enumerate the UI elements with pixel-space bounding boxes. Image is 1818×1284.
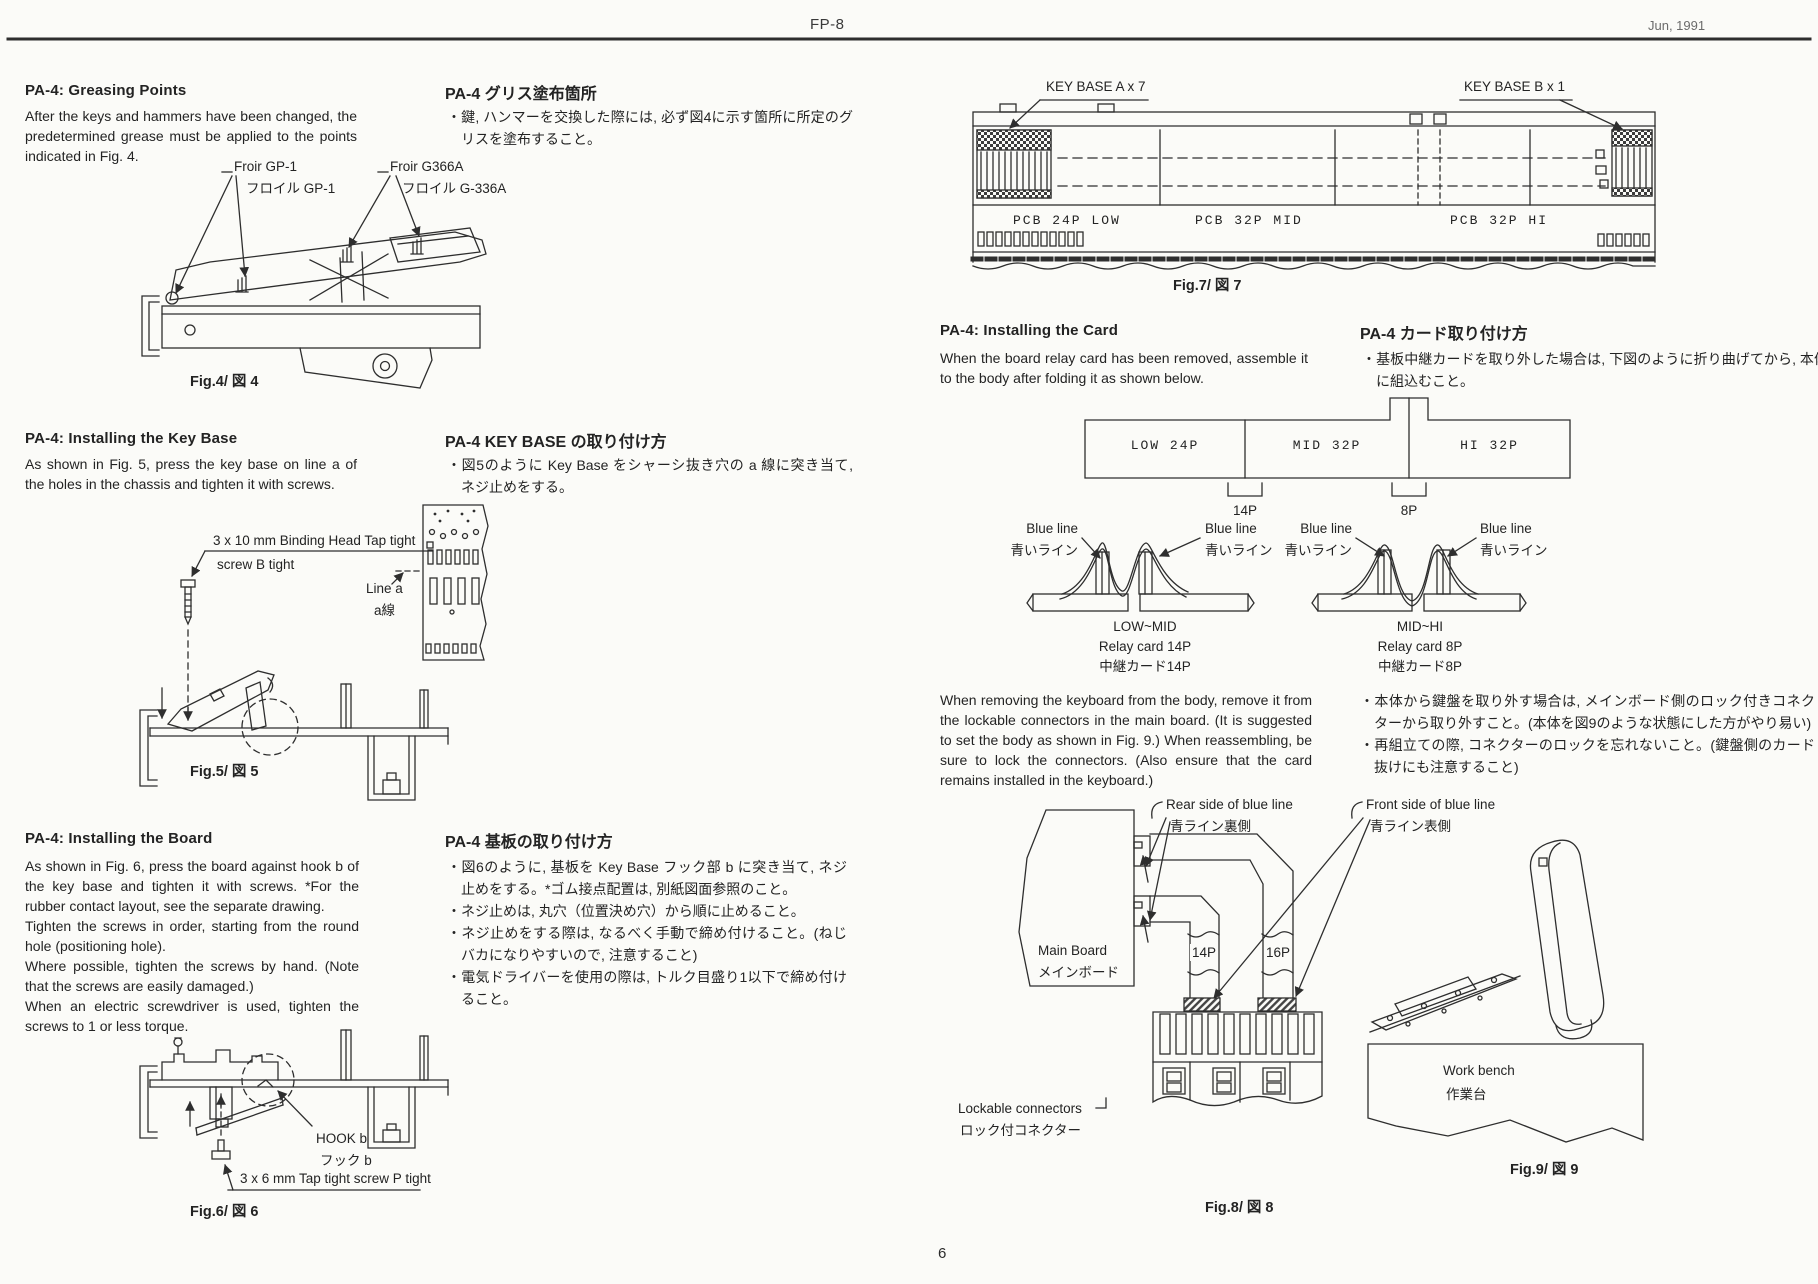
heading-greasing-en: PA-4: Greasing Points — [25, 82, 187, 99]
heading-greasing-ja: PA-4 グリス塗布箇所 — [445, 86, 597, 103]
fig4-label-g366a-ja: フロイル G-336A — [402, 181, 507, 196]
card-conn-14p-label: 14P — [1232, 503, 1258, 518]
fig8-conn-14p-label: 14P — [1190, 944, 1219, 961]
fig7-caption: Fig.7/ 図 7 — [1173, 278, 1242, 294]
fig4-drawing — [141, 171, 487, 389]
heading-keybase-en: PA-4: Installing the Key Base — [25, 430, 238, 447]
card-segment-hi: HI 32P — [1460, 438, 1519, 453]
fig8-rear-label-en: Rear side of blue line — [1166, 797, 1293, 812]
board-paragraph: Where possible, tighten the screws by ha… — [25, 958, 359, 994]
relay-right-caption-1: MID~HI — [1396, 619, 1444, 634]
fig4-label-gp1-en: Froir GP-1 — [234, 159, 298, 174]
fig7-drawing — [970, 99, 1658, 270]
board-bullet-ja: ・ネジ止めをする際は, なるべく手動で締め付けること。(ねじバカになりやすいので… — [447, 925, 847, 963]
para-removal-en: When removing the keyboard from the body… — [940, 692, 1312, 788]
fig5-drawing — [139, 504, 489, 801]
para-keybase-en: As shown in Fig. 5, press the key base o… — [25, 456, 357, 492]
fig5-line-a-ja: a線 — [374, 603, 396, 618]
board-bullet-ja: ・電気ドライバーを使用の際は, トルク目盛り1以下で締め付けること。 — [447, 969, 847, 1007]
fig8-front-label-ja: 青ライン表側 — [1370, 819, 1451, 834]
bullets-removal-ja: ・本体から鍵盤を取り外す場合は, メインボード側のロック付きコネクターから取り外… — [1360, 690, 1815, 778]
heading-board-ja: PA-4 基板の取り付け方 — [445, 834, 613, 851]
heading-card-ja: PA-4 カード取り付け方 — [1360, 326, 1528, 343]
fig8-lockable-label-ja: ロック付コネクター — [960, 1123, 1081, 1138]
fig5-line-a-en: Line a — [366, 581, 403, 596]
page-number: 6 — [938, 1245, 947, 1262]
para-card-en: When the board relay card has been remov… — [940, 350, 1308, 386]
fig4-label-gp1-ja: フロイル GP-1 — [246, 181, 336, 196]
para-card-ja: ・基板中継カードを取り外した場合は, 下図のように折り曲げてから, 本体に組込む… — [1362, 351, 1818, 389]
fig5-screw-label-line2: screw B tight — [217, 557, 295, 572]
fig5-caption: Fig.5/ 図 5 — [190, 764, 259, 780]
para-greasing-en: After the keys and hammers have been cha… — [25, 108, 357, 164]
fig9-bench-label-en: Work bench — [1443, 1063, 1515, 1078]
board-paragraph: Tighten the screws in order, starting fr… — [25, 918, 359, 954]
removal-bullet-ja: ・再組立ての際, コネクターのロックを忘れないこと。(鍵盤側のカード抜けにも注意… — [1360, 737, 1815, 775]
blue-line-label-en: Blue line — [1026, 521, 1078, 536]
removal-bullet-ja: ・本体から鍵盤を取り外す場合は, メインボード側のロック付きコネクターから取り外… — [1360, 693, 1815, 731]
card-segment-low: LOW 24P — [1130, 438, 1200, 453]
blue-line-label-en: Blue line — [1205, 521, 1257, 536]
heading-keybase-ja: PA-4 KEY BASE の取り付け方 — [445, 434, 667, 451]
relay-card-views — [1026, 537, 1527, 612]
fig8-caption: Fig.8/ 図 8 — [1205, 1200, 1274, 1216]
relay-left-caption-1: LOW~MID — [1113, 619, 1177, 634]
relay-left-caption-2: Relay card 14P — [1098, 639, 1192, 654]
fig5-screw-label-line1: 3 x 10 mm Binding Head Tap tight — [213, 533, 416, 548]
fig9-drawing — [1367, 839, 1644, 1143]
para-keybase-ja: ・図5のように Key Base をシャーシ抜き穴の a 線に突き当て, ネジ止… — [447, 457, 853, 495]
fig9-caption: Fig.9/ 図 9 — [1510, 1162, 1579, 1178]
card-conn-8p-label: 8P — [1400, 503, 1418, 518]
fig6-drawing — [139, 1029, 449, 1191]
para-board-en: As shown in Fig. 6, press the board agai… — [25, 856, 359, 1036]
para-greasing-ja: ・鍵, ハンマーを交換した際には, 必ず図4に示す箇所に所定のグリスを塗布するこ… — [447, 109, 853, 147]
fig8-mainboard-label-ja: メインボード — [1038, 965, 1119, 980]
fig6-hook-label-en: HOOK b — [316, 1131, 368, 1146]
relay-left-caption-3: 中継カード14P — [1099, 659, 1191, 674]
fig6-caption: Fig.6/ 図 6 — [190, 1204, 259, 1220]
blue-line-label-en: Blue line — [1300, 521, 1352, 536]
doc-date: Jun, 1991 — [1648, 18, 1706, 33]
relay-right-caption-3: 中継カード8P — [1377, 659, 1462, 674]
board-paragraph: As shown in Fig. 6, press the board agai… — [25, 858, 359, 914]
fig8-lockable-label-en: Lockable connectors — [958, 1101, 1082, 1116]
fig8-rear-label-ja: 青ライン裏側 — [1170, 819, 1251, 834]
fig6-screw-label: 3 x 6 mm Tap tight screw P tight — [240, 1171, 431, 1186]
heading-board-en: PA-4: Installing the Board — [25, 830, 213, 847]
heading-card-en: PA-4: Installing the Card — [940, 322, 1119, 339]
blue-line-label-ja: 青いライン — [1480, 543, 1548, 558]
fig8-mainboard-label-en: Main Board — [1038, 943, 1108, 958]
card-segment-mid: MID 32P — [1292, 438, 1362, 453]
fig8-conn-16p-label: 16P — [1264, 944, 1293, 961]
blue-line-label-en: Blue line — [1480, 521, 1532, 536]
blue-line-label-ja: 青いライン — [1010, 543, 1079, 558]
doc-code: FP-8 — [810, 16, 845, 33]
fig8-front-label-en: Front side of blue line — [1366, 797, 1496, 812]
board-bullet-ja: ・ネジ止めは, 丸穴（位置決め穴）から順に止めること。 — [447, 903, 805, 919]
fig7-keybase-b-label: KEY BASE B x 1 — [1464, 79, 1566, 94]
fig7-pcb-mid-label: PCB 32P MID — [1195, 213, 1303, 228]
fig9-bench-label-ja: 作業台 — [1446, 1087, 1487, 1102]
board-bullet-ja: ・図6のように, 基板を Key Base フック部 b に突き当て, ネジ止め… — [447, 859, 847, 897]
relay-right-caption-2: Relay card 8P — [1377, 639, 1463, 654]
fig7-pcb-low-label: PCB 24P LOW — [1013, 213, 1121, 228]
fig8-drawing — [1018, 801, 1371, 1109]
blue-line-label-ja: 青いライン — [1284, 543, 1353, 558]
bullets-board-ja: ・図6のように, 基板を Key Base フック部 b に突き当て, ネジ止め… — [447, 856, 847, 1010]
fig7-pcb-hi-label: PCB 32P HI — [1450, 213, 1549, 228]
fig4-label-g366a-en: Froir G366A — [390, 159, 464, 174]
fig6-hook-label-ja: フック b — [320, 1153, 372, 1168]
fig7-keybase-a-label: KEY BASE A x 7 — [1046, 79, 1146, 94]
board-paragraph: When an electric screwdriver is used, ti… — [25, 998, 359, 1034]
card-fold-diagram — [1084, 397, 1571, 497]
blue-line-label-ja: 青いライン — [1205, 543, 1273, 558]
fig4-caption: Fig.4/ 図 4 — [190, 374, 259, 390]
